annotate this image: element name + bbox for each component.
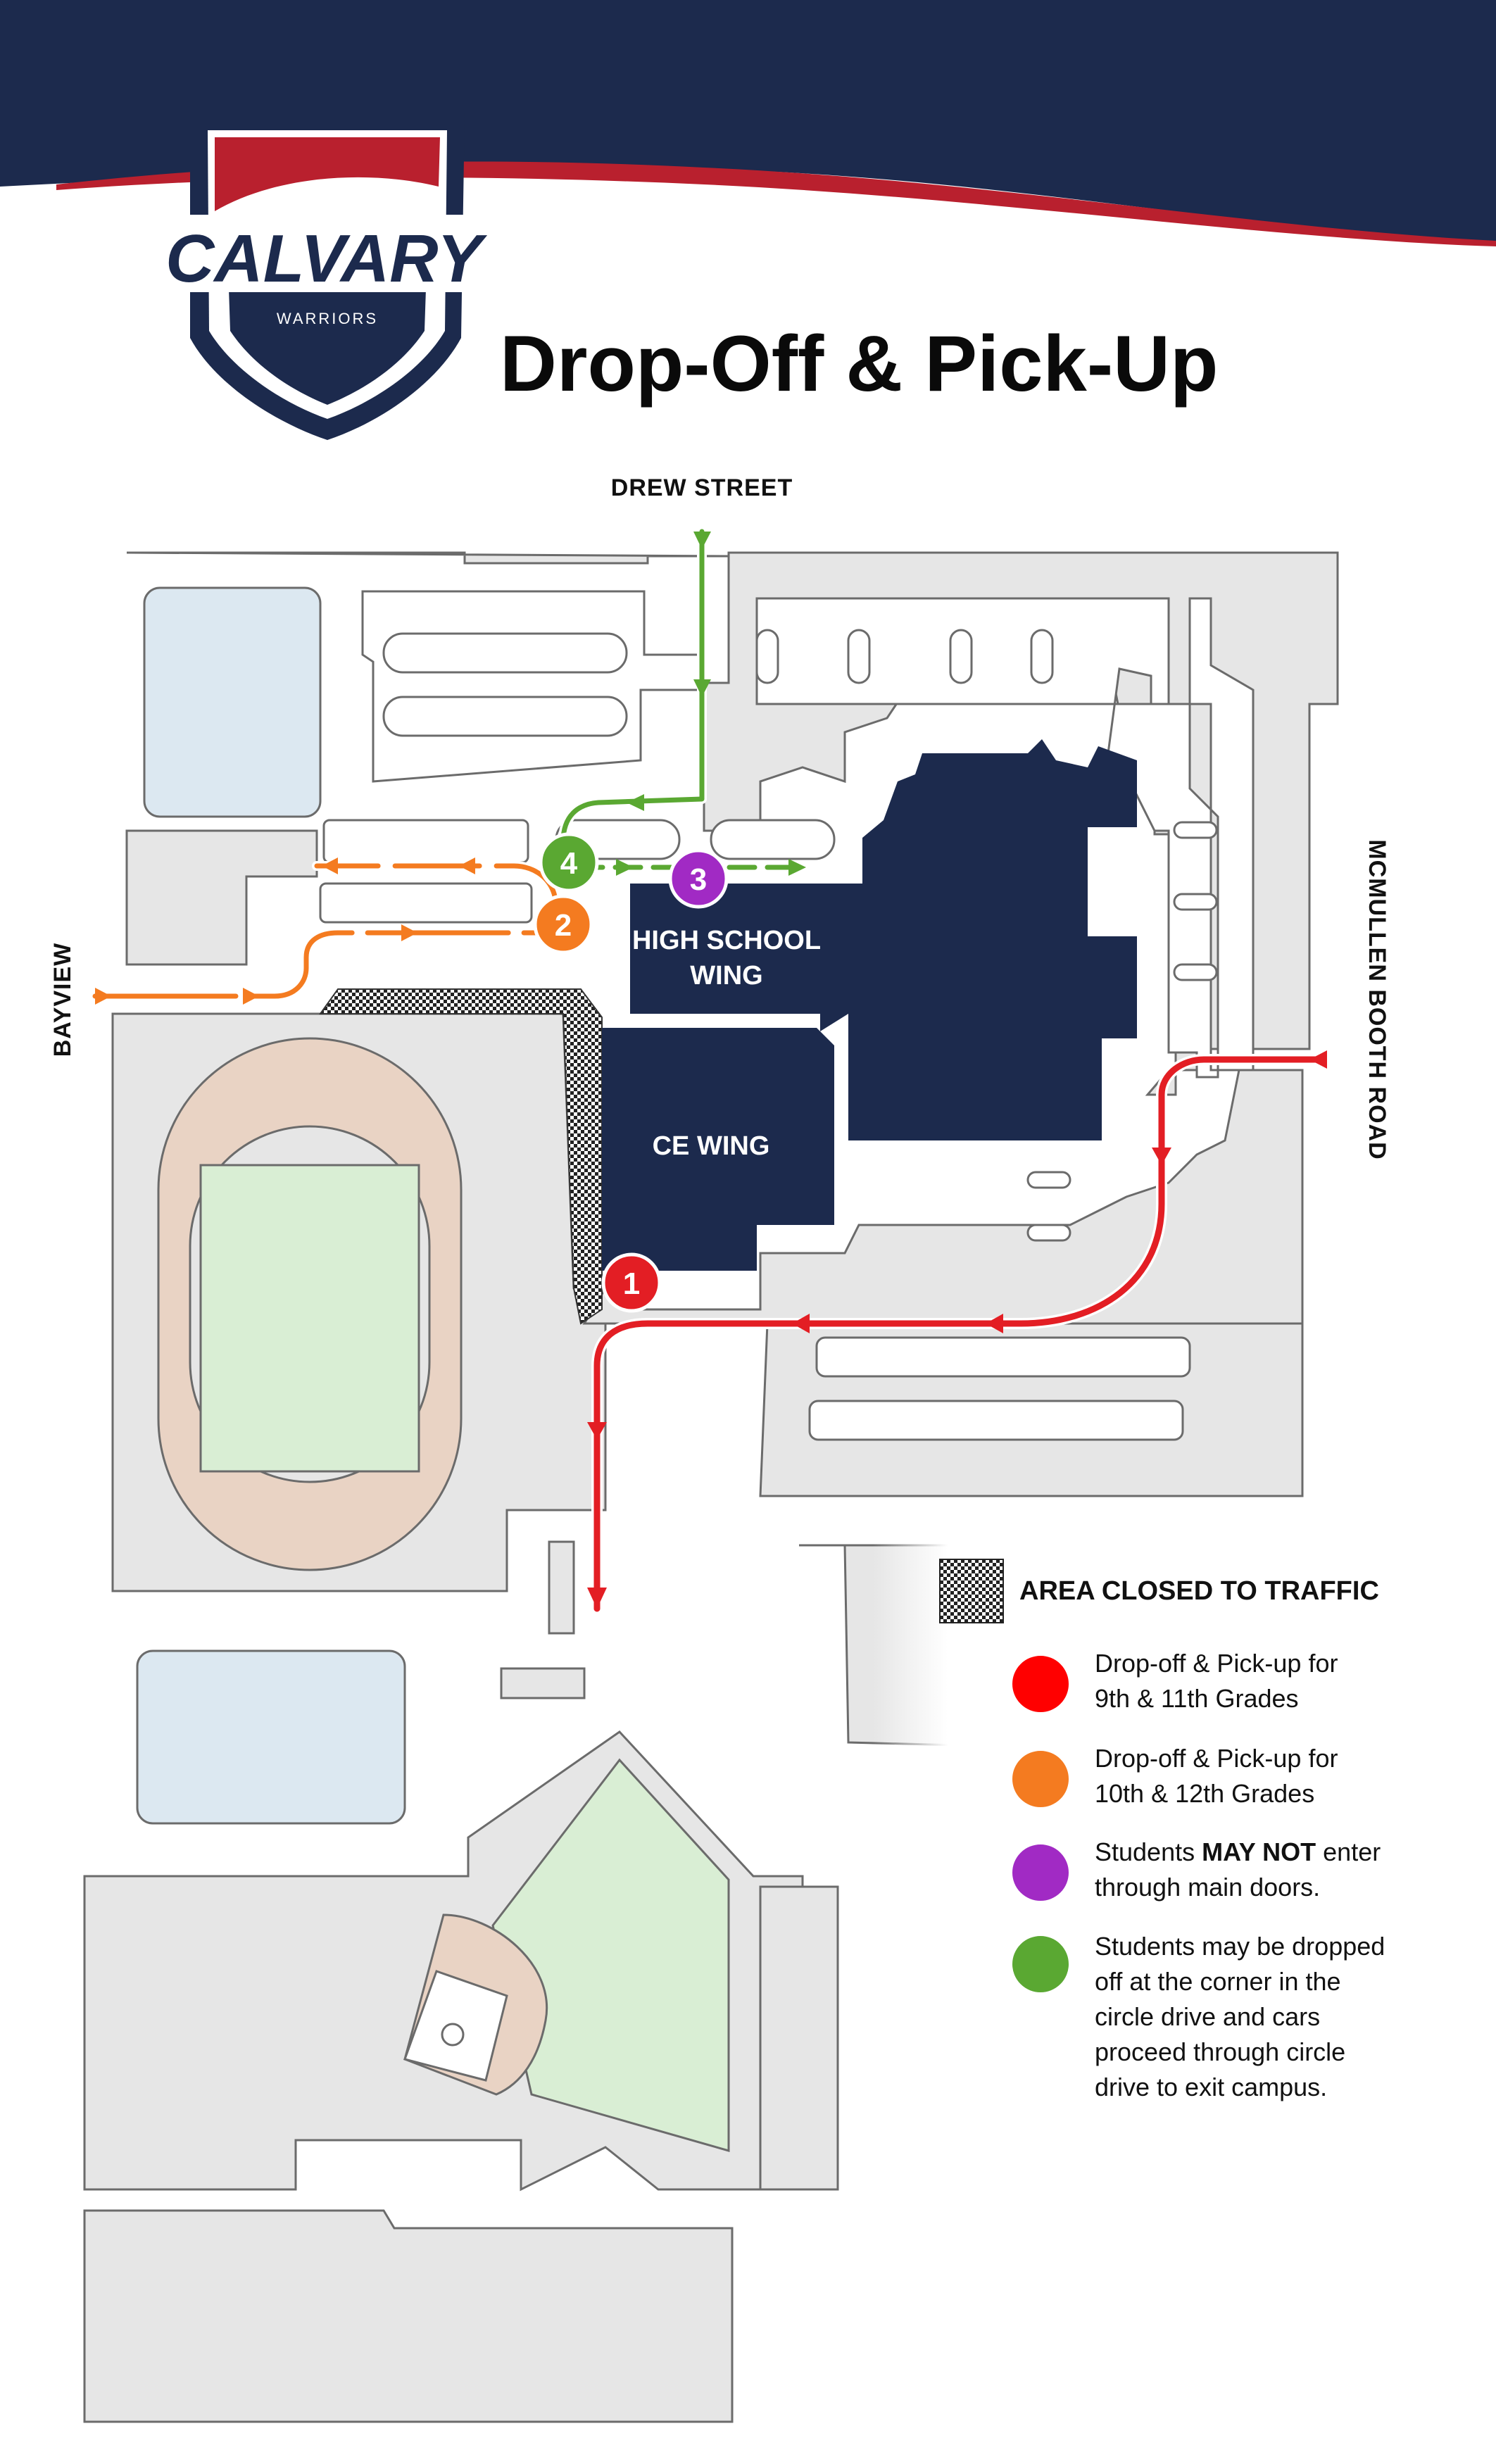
- ce-wing: [602, 1028, 834, 1271]
- legend-purple-line1: Students MAY NOT enter: [1095, 1837, 1381, 1866]
- legend-item-red: Drop-off & Pick-up for 9th & 11th Grades: [1010, 1649, 1338, 1715]
- arrow-icon: [587, 1588, 607, 1609]
- legend-green-line1: Students may be dropped: [1095, 1932, 1385, 1961]
- legend-red-line2: 9th & 11th Grades: [1095, 1684, 1299, 1713]
- arrow-icon: [986, 1314, 1003, 1333]
- arrow-icon: [587, 1422, 607, 1440]
- legend-green-line3: circle drive and cars: [1095, 2002, 1320, 2031]
- legend-closed-area-label: AREA CLOSED TO TRAFFIC: [1019, 1576, 1379, 1606]
- arrow-icon: [693, 532, 711, 549]
- marker-2: 2: [533, 894, 593, 955]
- arrow-icon: [788, 859, 806, 876]
- arrow-icon: [459, 857, 475, 874]
- closed-area: [319, 988, 603, 1325]
- legend-orange-line2: 10th & 12th Grades: [1095, 1779, 1314, 1808]
- arrow-icon: [627, 794, 644, 811]
- baseball-field: [403, 1758, 730, 2152]
- route-red: [591, 1054, 1322, 1614]
- arrow-icon: [693, 679, 711, 697]
- legend-green-line4: proceed through circle: [1095, 2037, 1345, 2066]
- legend-green-line5: drive to exit campus.: [1095, 2073, 1327, 2101]
- street-label-west: BAYVIEW: [49, 943, 76, 1057]
- marker-1-label: 1: [623, 1266, 640, 1301]
- marker-2-label: 2: [555, 908, 572, 943]
- arrow-icon: [1309, 1050, 1327, 1069]
- logo-subtitle: WARRIORS: [277, 310, 378, 327]
- marker-1: 1: [601, 1252, 662, 1313]
- logo-wordmark: CALVARY: [165, 221, 488, 296]
- marker-4-label: 4: [560, 846, 578, 881]
- legend-item-purple: Students MAY NOT enter through main door…: [1010, 1837, 1381, 1904]
- arrow-icon: [95, 988, 111, 1005]
- page-title: Drop-Off & Pick-Up: [500, 320, 1218, 408]
- legend-closed-area: AREA CLOSED TO TRAFFIC: [939, 1559, 1379, 1623]
- buildings: [602, 739, 1137, 1271]
- track-field: [157, 1037, 463, 1571]
- legend-orange-line1: Drop-off & Pick-up for: [1095, 1744, 1338, 1773]
- legend-item-green: Students may be dropped off at the corne…: [1010, 1932, 1385, 2101]
- legend-item-orange: Drop-off & Pick-up for 10th & 12th Grade…: [1010, 1744, 1338, 1810]
- arrow-icon: [1152, 1148, 1171, 1165]
- street-label-north: DREW STREET: [611, 474, 793, 501]
- building-label-high-school-line2: WING: [690, 961, 762, 991]
- marker-3: 3: [668, 848, 729, 909]
- arrow-icon: [792, 1314, 810, 1333]
- arrow-icon: [616, 859, 634, 876]
- route-markers: 1 2 3 4: [533, 832, 729, 1313]
- marker-3-label: 3: [690, 862, 707, 897]
- building-label-high-school-line1: HIGH SCHOOL: [632, 926, 821, 955]
- header-banner: [0, 0, 1496, 246]
- legend-green-line2: off at the corner in the: [1095, 1967, 1341, 1996]
- arrow-icon: [243, 988, 259, 1005]
- street-label-east: MCMULLEN BOOTH ROAD: [1364, 839, 1390, 1159]
- legend-red-line1: Drop-off & Pick-up for: [1095, 1649, 1338, 1678]
- arrow-icon: [322, 857, 338, 874]
- legend-purple-line2: through main doors.: [1095, 1873, 1320, 1902]
- parking-islands: [136, 586, 1255, 1825]
- legend: AREA CLOSED TO TRAFFIC Drop-off & Pick-u…: [873, 1514, 1496, 2189]
- marker-4: 4: [539, 832, 599, 893]
- route-arrows: [95, 532, 1327, 1609]
- high-school-wing: [630, 739, 1137, 1140]
- shield-logo: CALVARY WARRIORS: [43, 113, 497, 440]
- building-label-ce: CE WING: [653, 1131, 770, 1161]
- arrow-icon: [401, 924, 417, 941]
- crosshatch-pattern: [939, 1559, 1004, 1623]
